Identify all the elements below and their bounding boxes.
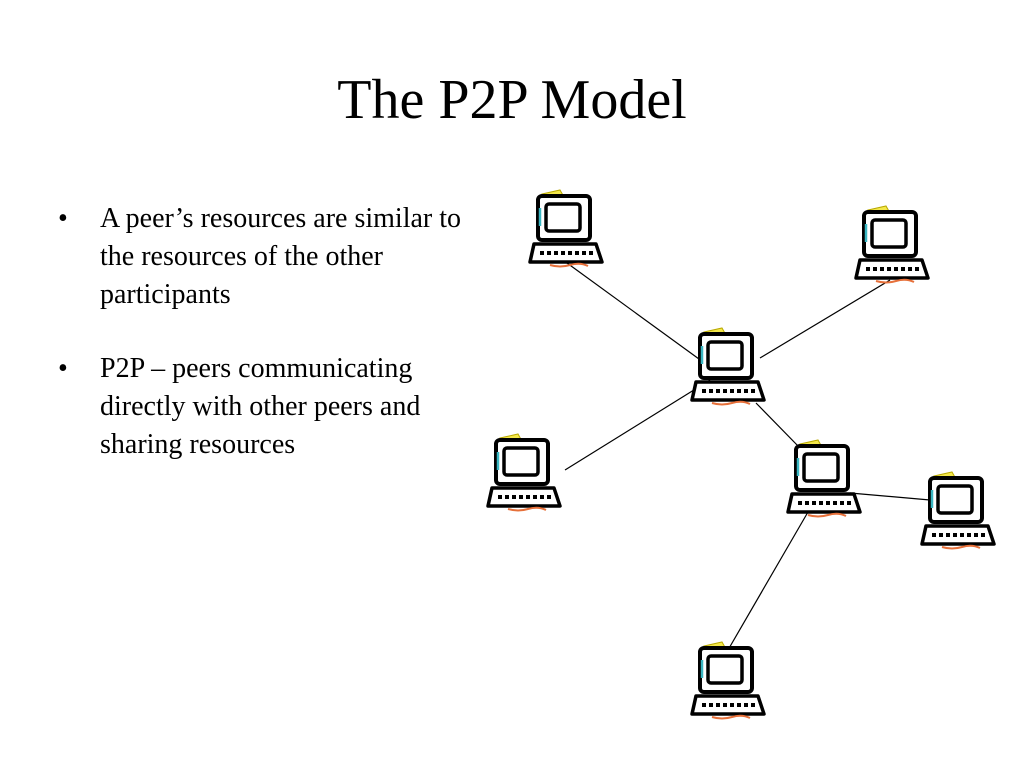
computer-icon — [528, 188, 604, 269]
bullet-item: • P2P – peers communicating directly wit… — [58, 350, 478, 464]
network-links — [564, 262, 931, 651]
link — [564, 379, 711, 471]
link — [755, 402, 801, 449]
computer-icon — [786, 438, 862, 519]
link — [566, 262, 711, 368]
bullet-item: • A peer’s resources are similar to the … — [58, 200, 478, 314]
computer-icon — [854, 204, 930, 285]
link — [759, 279, 891, 359]
bullet-marker: • — [58, 353, 68, 384]
computer-icon — [690, 326, 766, 407]
computer-icon — [690, 640, 766, 721]
computer-icon — [920, 470, 996, 551]
computer-icon — [486, 432, 562, 513]
link — [727, 511, 809, 651]
bullet-marker: • — [58, 203, 68, 234]
slide-title: The P2P Model — [337, 69, 687, 131]
bullet-list: • A peer’s resources are similar to the … — [58, 200, 478, 500]
link — [849, 492, 931, 501]
bullet-text: A peer’s resources are similar to the re… — [100, 203, 462, 310]
bullet-text: P2P – peers communicating directly with … — [100, 353, 421, 460]
